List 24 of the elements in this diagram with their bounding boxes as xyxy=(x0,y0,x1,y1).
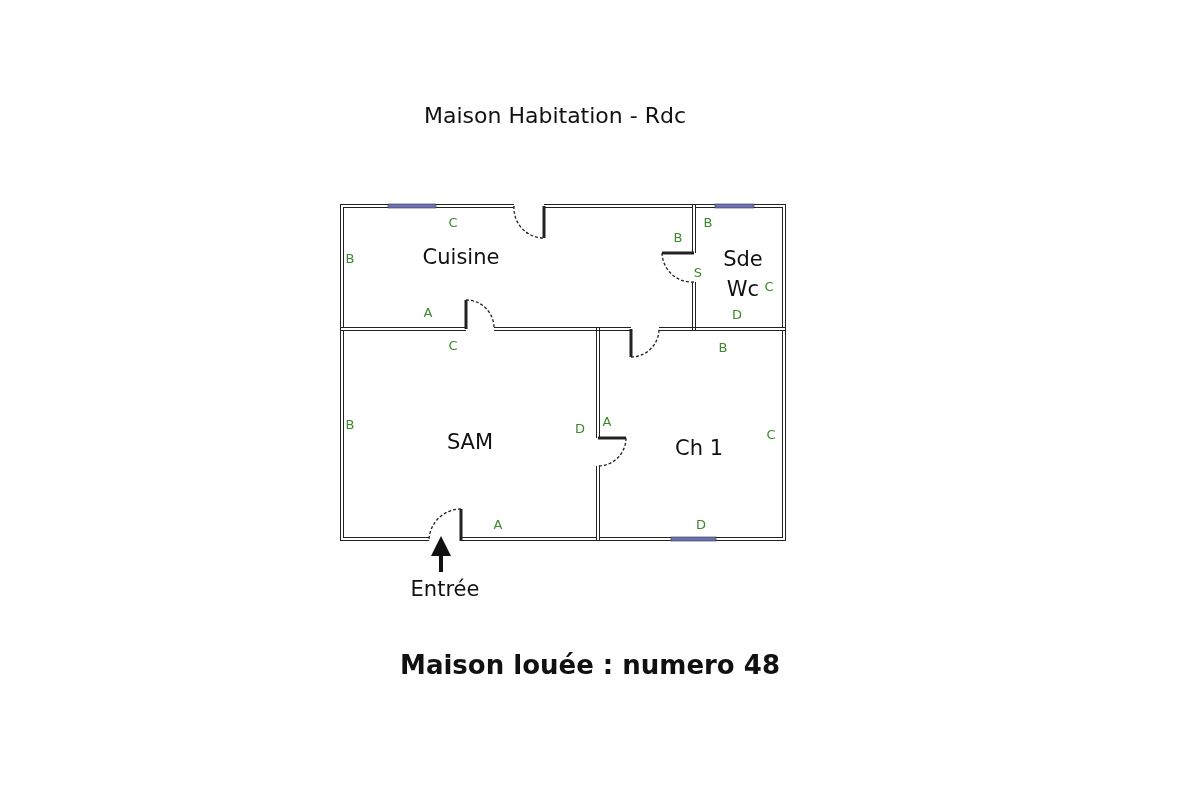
wall-letter: B xyxy=(673,229,683,245)
room-name: SAM xyxy=(446,430,494,454)
room-name: Sde Wc xyxy=(723,246,763,303)
room-name: Ch 1 xyxy=(675,436,723,460)
wall-letter: C xyxy=(448,214,458,230)
wall-letter: A xyxy=(602,413,612,429)
wall-letter: B xyxy=(718,339,728,355)
wall-letter: C xyxy=(448,337,458,353)
wall-letter: D xyxy=(732,306,742,322)
entrance-label: Entrée xyxy=(410,577,480,601)
entrance-arrow xyxy=(431,536,451,572)
wall-letter: B xyxy=(345,250,355,266)
plan-caption: Maison louée : numero 48 xyxy=(400,650,780,680)
wall-letter: D xyxy=(575,420,585,436)
wall-letter: C xyxy=(764,278,774,294)
wall-letter: B xyxy=(703,214,713,230)
wall-letter: A xyxy=(493,516,503,532)
plan-title: Maison Habitation - Rdc xyxy=(423,102,687,128)
wall-letter: A xyxy=(423,304,433,320)
wall-letter: C xyxy=(766,426,776,442)
wall-letter: D xyxy=(696,516,706,532)
wall-letter: S xyxy=(693,264,703,280)
room-name: Cuisine xyxy=(422,245,500,269)
wall-letter: B xyxy=(345,416,355,432)
